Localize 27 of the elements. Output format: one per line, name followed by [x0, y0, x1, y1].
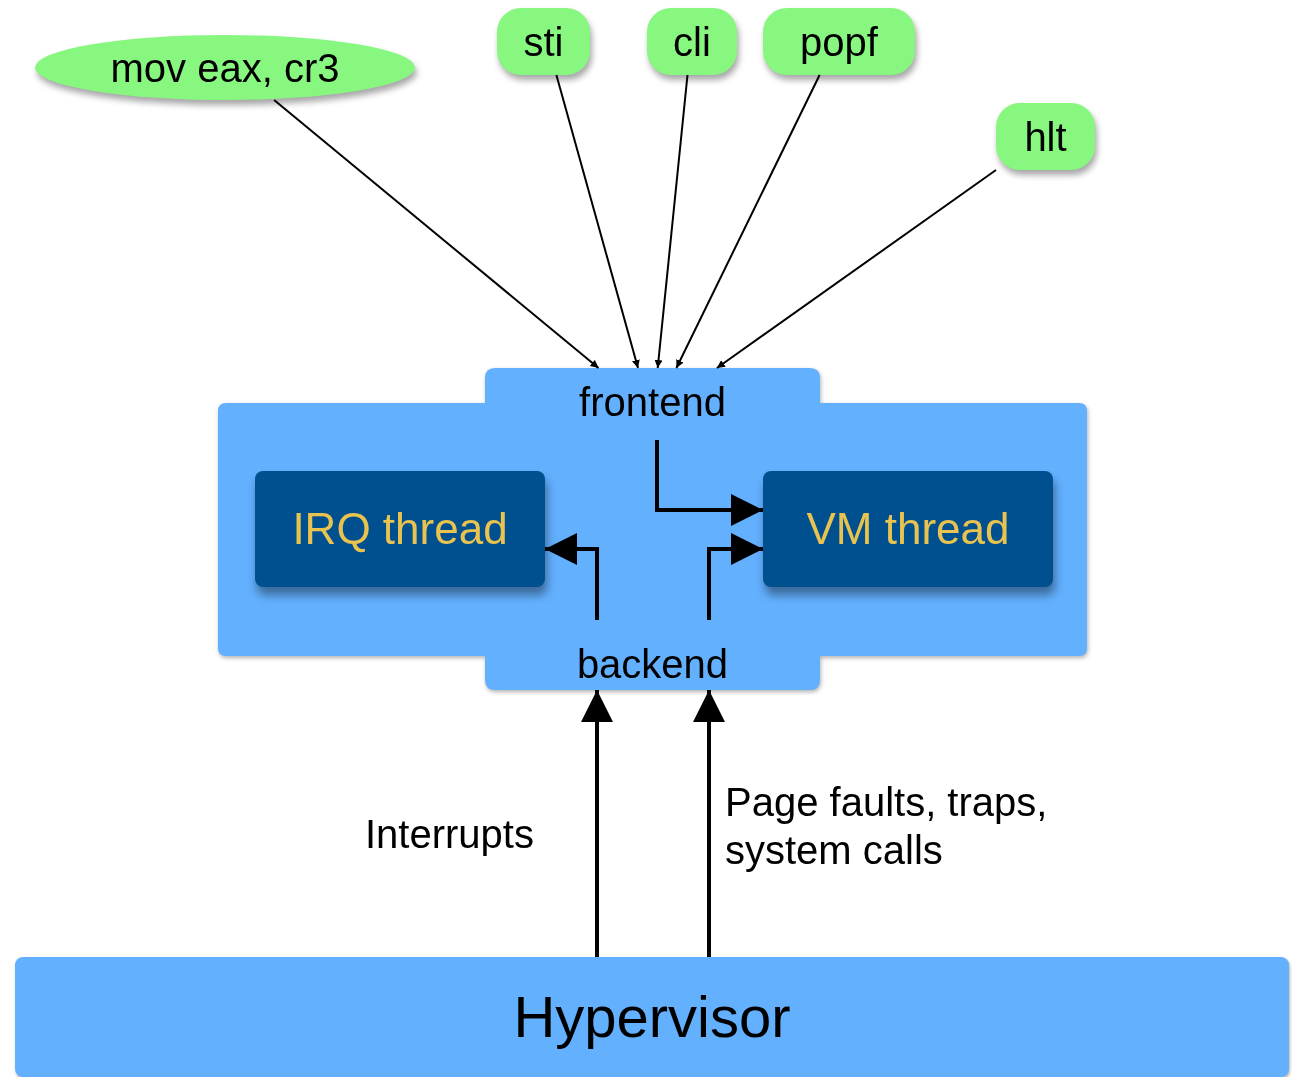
arrow	[715, 169, 997, 369]
arrow	[555, 74, 640, 369]
node-label: mov eax, cr3	[110, 47, 340, 88]
arrow	[654, 74, 689, 369]
instruction-pill	[647, 8, 737, 75]
hypervisor-bar	[15, 957, 1289, 1077]
node-label: IRQ thread	[292, 507, 508, 551]
arrow	[581, 690, 613, 957]
thread-box	[255, 471, 545, 587]
arrow	[273, 99, 600, 369]
arrow	[707, 533, 763, 620]
thread-box	[763, 471, 1053, 587]
section-label: frontend	[485, 368, 820, 440]
arrow	[675, 74, 821, 369]
node-label: popf	[800, 21, 878, 62]
node-label: VM thread	[806, 507, 1010, 551]
instruction-pill	[763, 8, 915, 75]
instruction-pill	[497, 8, 590, 75]
instruction-pill	[996, 103, 1095, 170]
arrow	[545, 533, 599, 620]
node-label: hlt	[1024, 116, 1067, 157]
arrow	[693, 690, 725, 957]
section-label: backend	[485, 620, 820, 690]
component-panel	[218, 368, 1087, 690]
node-label: sti	[523, 21, 564, 62]
arrow	[655, 440, 763, 526]
node-label: cli	[673, 21, 711, 62]
